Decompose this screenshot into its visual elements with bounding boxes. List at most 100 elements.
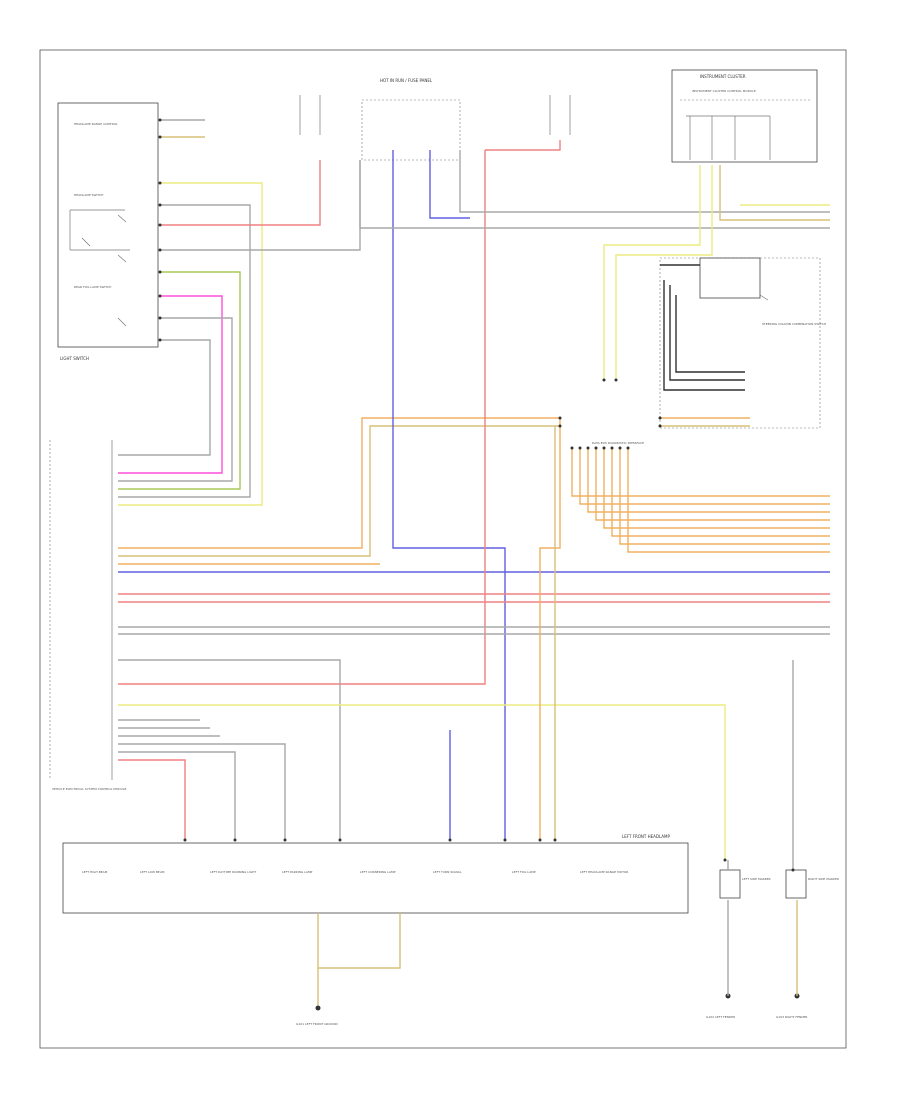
connector-pin-6 [158, 270, 162, 274]
wire-orange-35 [627, 448, 830, 553]
wire-orange-33 [611, 448, 830, 537]
control-module-label: VEHICLE ELECTRICAL SYSTEM CONTROL MODULE [52, 787, 126, 791]
wire-red-46 [118, 759, 186, 840]
wire-black-44 [669, 285, 745, 381]
steering-column-label: STEERING COLUMN COMBINATION SWITCH [762, 322, 826, 326]
connector-pin-25 [233, 838, 237, 842]
light-switch-component: LIGHT SWITCH HEADLAMP RANGE CONTROL HEAD… [57, 102, 159, 361]
wire-grey-47 [118, 751, 236, 840]
wire-orange-34 [619, 448, 830, 545]
wire-yellow-25 [118, 704, 726, 860]
wire-tan-57 [317, 913, 401, 969]
connector-pin-2 [158, 181, 162, 185]
connector-pin-19 [594, 446, 598, 450]
left-front-headlamp-component: LEFT FRONT HEADLAMP LEFT HIGH BEAM LEFT … [62, 834, 689, 914]
wire-black-43 [663, 280, 745, 391]
connector-pin-4 [158, 223, 162, 227]
connector-pin-22 [618, 446, 622, 450]
light-switch-label: LIGHT SWITCH [60, 356, 89, 361]
connector-pin-33 [791, 868, 795, 872]
connector-pin-24 [183, 838, 187, 842]
lamp-cell-7: LEFT HEADLAMP RANGE MOTOR [580, 870, 628, 874]
data-bus-component: DATA BUS DIAGNOSTIC INTERFACE [592, 441, 644, 445]
lamp-cell-1: LEFT LOW BEAM [140, 870, 165, 874]
connector-pin-16 [570, 446, 574, 450]
wire-grey-24 [359, 160, 830, 229]
connector-pin-7 [158, 294, 162, 298]
wire-yellow-41 [615, 165, 713, 380]
wire-orange-10 [118, 417, 560, 549]
wire-yellow-40 [603, 165, 701, 380]
instrument-cluster-label: INSTRUMENT CLUSTER [700, 74, 746, 79]
connector-pin-3 [158, 203, 162, 207]
ground-left-component: G101 LEFT FRONT GROUND [296, 1005, 338, 1026]
lamp-cell-4: LEFT CORNERING LAMP [360, 870, 396, 874]
ground-a-component: G102 LEFT FENDER [706, 993, 735, 1019]
connector-pin-23 [626, 446, 630, 450]
lamp-cell-2: LEFT DAYTIME RUNNING LIGHT [210, 870, 256, 874]
ground-b-label: G103 RIGHT FENDER [776, 1015, 808, 1019]
wire-pink-5 [118, 295, 223, 474]
wire-grey-22 [118, 659, 341, 840]
right-side-marker-label: RIGHT SIDE MARKER [808, 877, 839, 881]
connector-pins [158, 118, 795, 872]
connector-pin-14 [602, 378, 606, 382]
fuse-panel-label: HOT IN RUN / FUSE PANEL [380, 78, 433, 83]
connector-pin-0 [158, 118, 162, 122]
light-switch-inner-a: HEADLAMP RANGE CONTROL [74, 122, 118, 126]
wire-grey-1 [118, 204, 251, 498]
data-bus-label: DATA BUS DIAGNOSTIC INTERFACE [592, 441, 644, 445]
steering-column-component: STEERING COLUMN COMBINATION SWITCH [659, 257, 826, 429]
light-switch-inner-b: HEADLAMP SWITCH [74, 193, 103, 197]
left-side-marker-component: LEFT SIDE MARKER [719, 869, 771, 899]
lamp-cell-5: LEFT TURN SIGNAL [433, 870, 462, 874]
wire-blue-14 [392, 150, 506, 840]
connector-pin-31 [553, 838, 557, 842]
wire-orange-29 [579, 448, 830, 505]
connector-pin-8 [158, 316, 162, 320]
connector-pin-20 [602, 446, 606, 450]
wire-black-45 [675, 295, 745, 373]
wire-orange-28 [571, 448, 830, 497]
connector-pin-11 [558, 424, 562, 428]
connector-pin-21 [610, 446, 614, 450]
wire-blue-15 [429, 150, 470, 219]
connector-pin-18 [586, 446, 590, 450]
connector-pin-15 [614, 378, 618, 382]
wire-yellow-0 [118, 182, 263, 506]
wire-green-4 [118, 271, 241, 490]
instrument-cluster-component: INSTRUMENT CLUSTER INSTRUMENT CLUSTER CO… [671, 69, 818, 163]
ground-left-label: G101 LEFT FRONT GROUND [296, 1022, 338, 1026]
left-front-headlamp-label: LEFT FRONT HEADLAMP [622, 834, 670, 839]
wire-red-17 [118, 150, 486, 685]
light-switch-inner-c: REAR FOG LAMP SWITCH [74, 285, 111, 289]
connector-pin-27 [338, 838, 342, 842]
connector-pin-32 [723, 858, 727, 862]
connector-pin-26 [283, 838, 287, 842]
ground-a-label: G102 LEFT FENDER [706, 1015, 735, 1019]
connector-pin-13 [658, 424, 662, 428]
fuse-panel-component: HOT IN RUN / FUSE PANEL [299, 78, 571, 161]
connector-pin-30 [538, 838, 542, 842]
lamp-cell-3: LEFT PARKING LAMP [282, 870, 313, 874]
wire-harness [118, 119, 830, 1005]
diagram-frame [39, 49, 847, 1049]
wire-tan-27 [719, 165, 830, 221]
control-module-component: VEHICLE ELECTRICAL SYSTEM CONTROL MODULE [49, 440, 126, 791]
wire-grey-48 [118, 743, 286, 840]
ground-b-component: G103 RIGHT FENDER [776, 993, 808, 1019]
connector-pin-17 [578, 446, 582, 450]
lamp-cell-0: LEFT HIGH BEAM [82, 870, 108, 874]
connector-pin-1 [158, 135, 162, 139]
wire-grey-23 [459, 150, 830, 213]
connector-pin-29 [503, 838, 507, 842]
wire-grey-6 [118, 317, 233, 482]
instrument-cluster-sub: INSTRUMENT CLUSTER CONTROL MODULE [692, 89, 756, 93]
wire-orange-30 [587, 448, 830, 513]
connector-pin-12 [658, 416, 662, 420]
wire-orange-32 [603, 448, 830, 529]
left-side-marker-label: LEFT SIDE MARKER [742, 877, 771, 881]
right-side-marker-component: RIGHT SIDE MARKER [785, 869, 839, 899]
